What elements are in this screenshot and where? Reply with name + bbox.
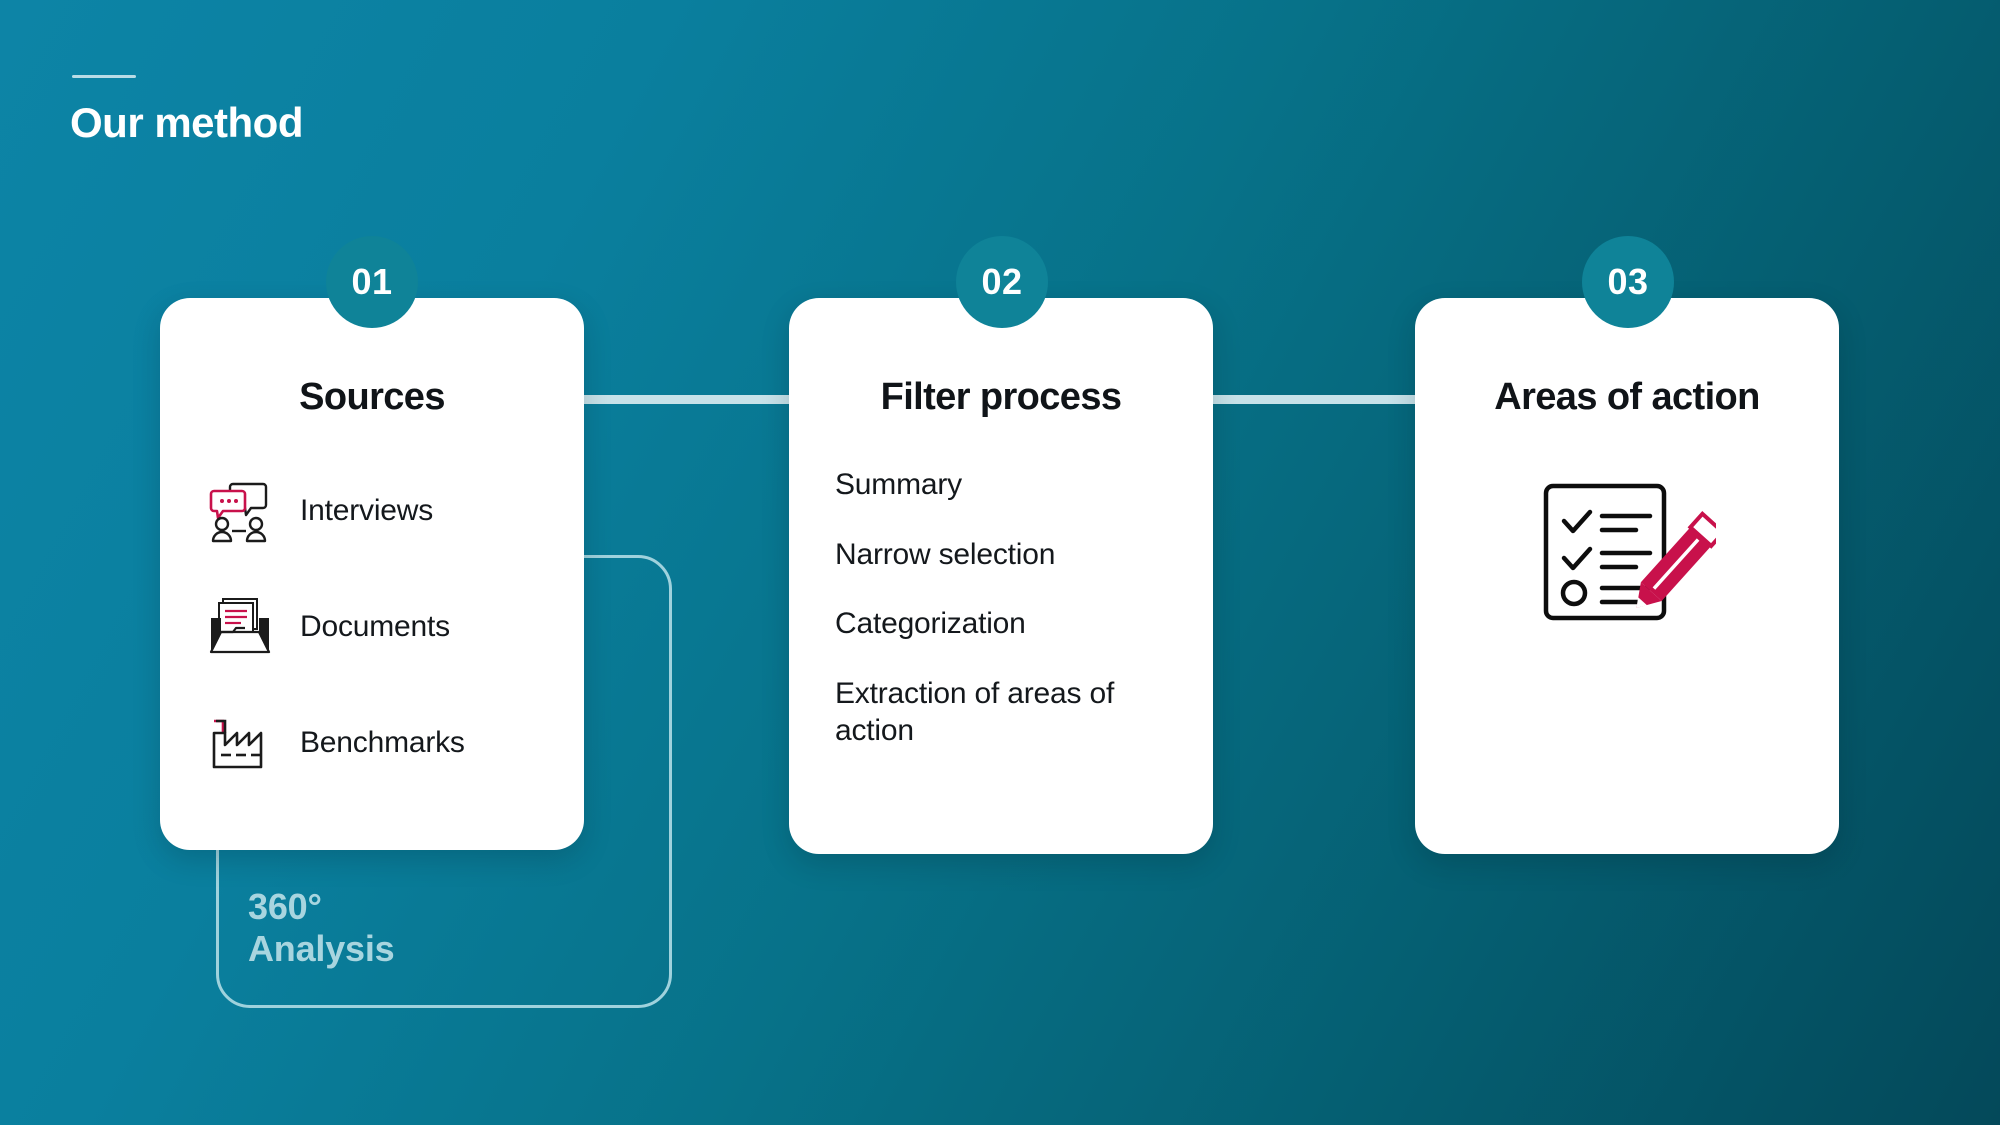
analysis-label: 360° Analysis xyxy=(248,886,395,971)
connector-card1-card2 xyxy=(575,395,805,404)
factory-icon xyxy=(204,707,276,779)
title-accent-rule xyxy=(72,75,136,78)
list-item[interactable]: Narrow selection xyxy=(835,537,1056,571)
card-title-filter-process: Filter process xyxy=(880,376,1122,418)
card-sources[interactable]: 01 Sources xyxy=(160,236,584,850)
card-areas-of-action[interactable]: 03 Areas of action xyxy=(1415,236,1839,854)
list-item[interactable]: Summary xyxy=(835,468,962,501)
documents-tray-icon xyxy=(204,591,276,663)
list-item-label: Interviews xyxy=(300,494,434,527)
step-badge-03: 03 xyxy=(1582,236,1674,328)
list-item[interactable]: Benchmarks xyxy=(204,698,564,788)
connector-card2-card3 xyxy=(1200,395,1430,404)
analysis-line-2: Analysis xyxy=(248,928,395,970)
card-title-areas-of-action: Areas of action xyxy=(1494,376,1760,418)
analysis-line-1: 360° xyxy=(248,886,322,927)
list-item-label: Documents xyxy=(300,610,450,643)
speech-bubbles-people-icon xyxy=(204,475,276,547)
page-title: Our method xyxy=(70,99,304,146)
sources-list: Interviews Documents xyxy=(204,466,564,814)
checklist-pencil-icon xyxy=(1415,478,1839,628)
list-item[interactable]: Interviews xyxy=(204,466,564,556)
list-item-label: Benchmarks xyxy=(300,726,465,759)
card-title-sources: Sources xyxy=(299,376,445,418)
list-item[interactable]: Categorization xyxy=(835,607,1026,640)
step-badge-02: 02 xyxy=(956,236,1048,328)
filter-process-list: Summary Narrow selection Categorization … xyxy=(835,466,1183,750)
step-badge-01: 01 xyxy=(326,236,418,328)
list-item[interactable]: Extraction of areas of action xyxy=(835,676,1115,748)
card-filter-process[interactable]: 02 Filter process Summary Narrow selecti… xyxy=(789,236,1213,854)
list-item[interactable]: Documents xyxy=(204,582,564,672)
